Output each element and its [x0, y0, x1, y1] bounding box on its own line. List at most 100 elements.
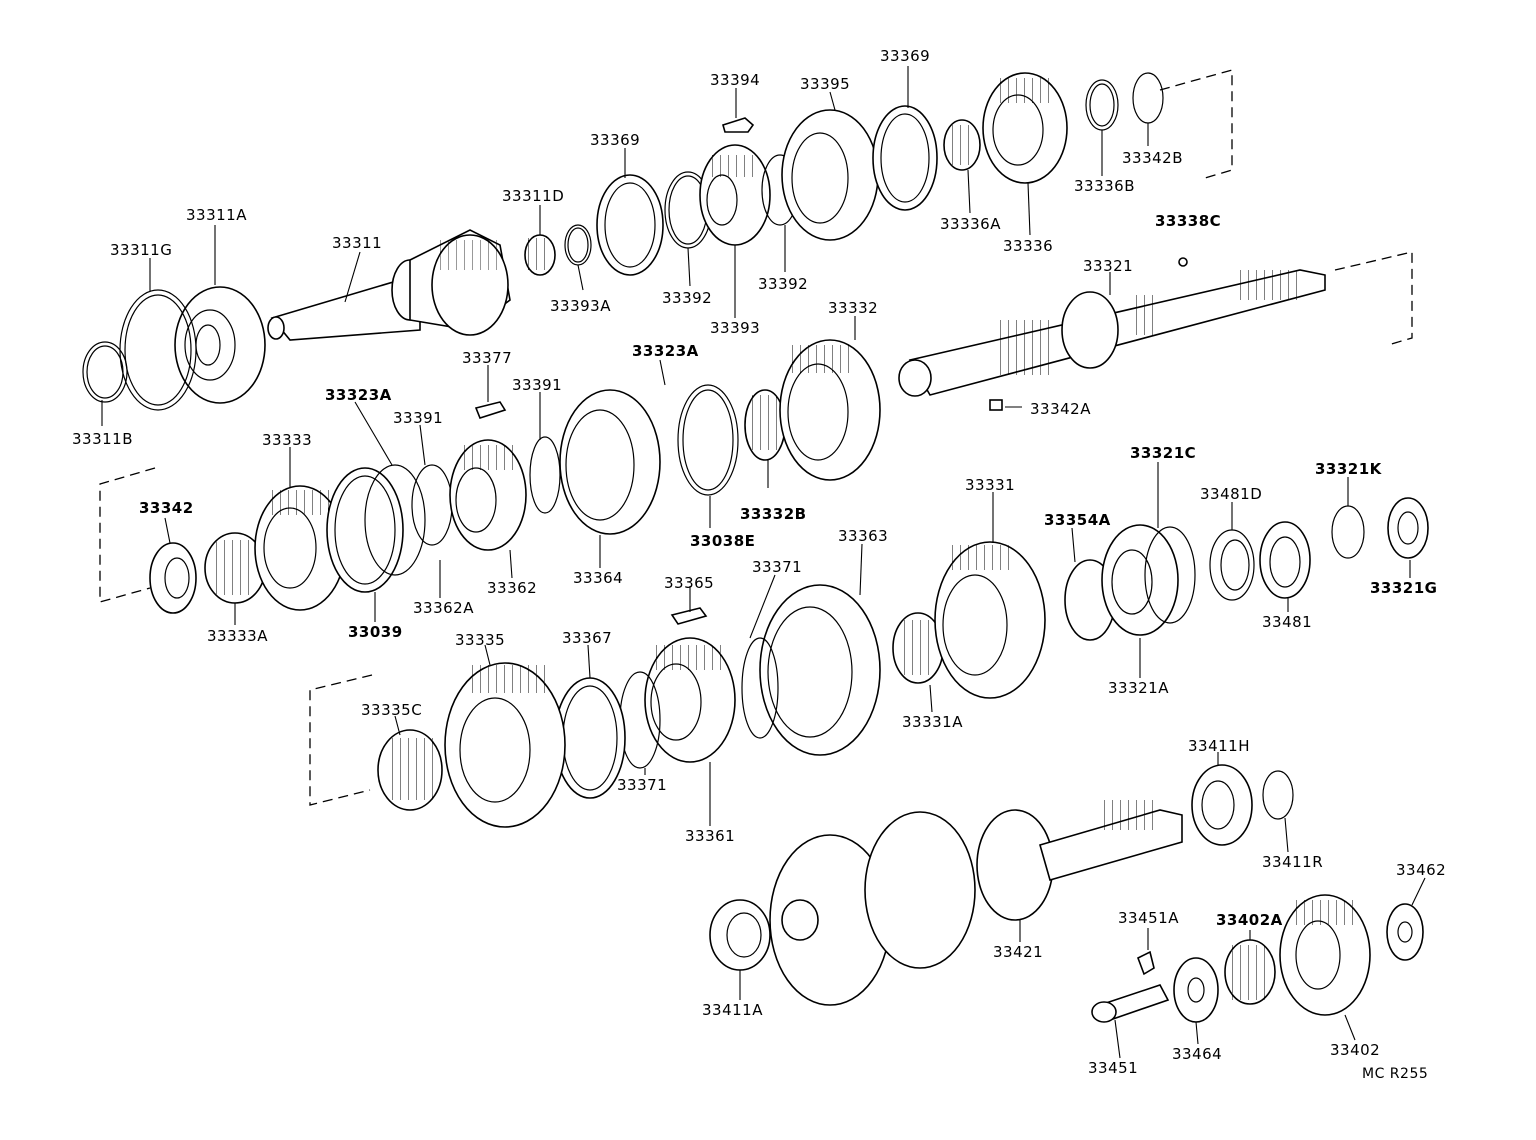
label-33333: 33333 — [262, 431, 313, 449]
needle-bearing-33311d — [524, 234, 556, 276]
label-33451: 33451 — [1088, 1059, 1139, 1077]
needle-bearing-33332b — [744, 389, 786, 461]
gear-33331 — [934, 541, 1046, 699]
collar-33342 — [149, 542, 197, 614]
label-33392-a: 33392 — [662, 289, 713, 307]
label-33377: 33377 — [462, 349, 513, 367]
needle-bearing-33336a — [943, 119, 981, 171]
hub-33362 — [449, 439, 527, 551]
output-shaft-33321 — [898, 269, 1326, 397]
reverse-gear-33402 — [1279, 894, 1371, 1016]
label-33323a-top: 33323A — [632, 342, 699, 360]
label-33411r: 33411R — [1262, 853, 1324, 871]
hub-33361 — [644, 637, 736, 763]
drawing-code: MC R255 — [1362, 1066, 1429, 1082]
label-33311g: 33311G — [110, 241, 173, 259]
label-33336: 33336 — [1003, 237, 1054, 255]
seal-33321g — [1387, 497, 1429, 559]
label-33311d: 33311D — [502, 187, 565, 205]
gear-33336 — [982, 72, 1068, 184]
label-33393a: 33393A — [550, 297, 611, 315]
label-33331a: 33331A — [902, 713, 963, 731]
synchro-ring-33369 — [596, 174, 664, 276]
gear-33333 — [254, 485, 346, 611]
label-33342: 33342 — [139, 499, 194, 517]
label-33321c: 33321C — [1130, 444, 1197, 462]
leader-lines — [101, 66, 1426, 1059]
label-33365: 33365 — [664, 574, 715, 592]
label-33362a: 33362A — [413, 599, 474, 617]
synchro-ring-33323a — [364, 464, 426, 576]
label-33336b: 33336B — [1074, 177, 1136, 195]
label-33332b: 33332B — [740, 505, 807, 523]
shifting-key-33365 — [670, 607, 708, 625]
bearing-33481 — [1259, 521, 1311, 599]
bearing-33411h — [1191, 764, 1253, 846]
input-shaft-33311 — [267, 229, 511, 341]
label-33393: 33393 — [710, 319, 761, 337]
label-33321: 33321 — [1083, 257, 1134, 275]
pin-33342a — [989, 399, 1022, 411]
label-33421: 33421 — [993, 943, 1044, 961]
label-33464: 33464 — [1172, 1045, 1223, 1063]
bearing-33321a — [1101, 524, 1179, 636]
label-33391-a: 33391 — [512, 376, 563, 394]
label-33371-bot: 33371 — [617, 776, 668, 794]
label-33451a: 33451A — [1118, 909, 1179, 927]
label-33321k: 33321K — [1315, 460, 1382, 478]
label-33367: 33367 — [562, 629, 613, 647]
washer-33462 — [1386, 903, 1424, 961]
label-33342a: 33342A — [1030, 400, 1091, 418]
synchro-ring-33038e — [677, 384, 739, 496]
synchro-ring-33369b — [872, 105, 938, 211]
label-33333a: 33333A — [207, 627, 268, 645]
label-33331: 33331 — [965, 476, 1016, 494]
label-33481d: 33481D — [1200, 485, 1263, 503]
label-33371-top: 33371 — [752, 558, 803, 576]
bearing-33311a — [174, 286, 266, 404]
label-33462: 33462 — [1396, 861, 1447, 879]
label-33332: 33332 — [828, 299, 879, 317]
needle-bearing-33402a — [1224, 939, 1276, 1005]
snap-ring-33393a — [564, 224, 592, 266]
label-33362: 33362 — [487, 579, 538, 597]
label-33038e: 33038E — [690, 532, 756, 550]
needle-bearing-33335c — [377, 729, 443, 811]
needle-bearing-33331a — [892, 612, 944, 684]
label-33392-b: 33392 — [758, 275, 809, 293]
snap-ring-33342b — [1132, 72, 1164, 124]
label-33391-b: 33391 — [393, 409, 444, 427]
spring-33391b — [529, 436, 561, 514]
shifting-key-33394 — [722, 117, 755, 133]
ball-33338c — [1178, 257, 1188, 267]
label-33321g: 33321G — [1370, 579, 1438, 597]
label-33411a: 33411A — [702, 1001, 763, 1019]
label-33335: 33335 — [455, 631, 506, 649]
label-33311a: 33311A — [186, 206, 247, 224]
o-ring-33321k — [1331, 505, 1365, 559]
counter-gear-33421 — [769, 800, 1183, 1006]
label-33311: 33311 — [332, 234, 383, 252]
label-33311b: 33311B — [72, 430, 134, 448]
label-33338c: 33338C — [1155, 212, 1222, 230]
washer-33481d — [1209, 529, 1255, 601]
label-33342b: 33342B — [1122, 149, 1184, 167]
washer-33464 — [1173, 957, 1219, 1023]
dashed-group-outlines — [99, 69, 1413, 806]
gear-33332 — [779, 339, 881, 481]
label-33039: 33039 — [348, 623, 403, 641]
shaft-33451 — [1091, 984, 1170, 1023]
label-33402: 33402 — [1330, 1041, 1381, 1059]
shifting-key-33377 — [474, 401, 507, 419]
label-33361: 33361 — [685, 827, 736, 845]
label-33402a: 33402A — [1216, 911, 1283, 929]
label-33369-mid: 33369 — [590, 131, 641, 149]
snap-ring-33311b — [82, 341, 128, 403]
gear-33363 — [759, 584, 881, 756]
label-33335c: 33335C — [361, 701, 423, 719]
sleeve-33364 — [559, 389, 661, 535]
label-33323a-left: 33323A — [325, 386, 392, 404]
washer-33336b — [1085, 79, 1119, 131]
label-33395: 33395 — [800, 75, 851, 93]
